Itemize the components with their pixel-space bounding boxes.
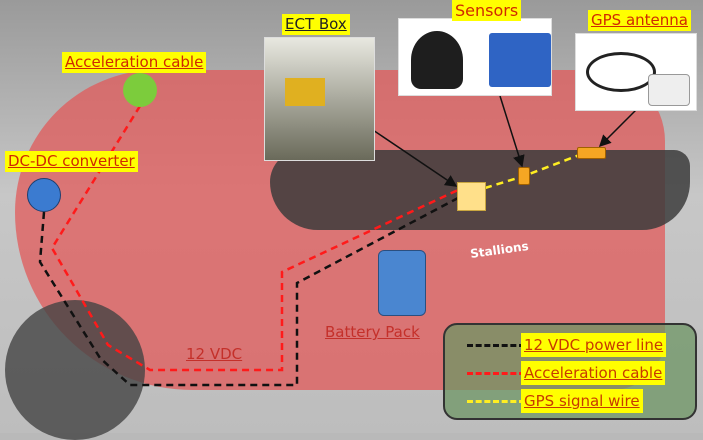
gps-module: [648, 74, 690, 106]
ect-node: [457, 182, 486, 211]
dcdc-node: [27, 178, 61, 212]
vdc-label: 12 VDC: [186, 345, 243, 363]
legend-swatch: [467, 344, 525, 347]
legend-item-power: 12 VDC power line: [445, 333, 695, 357]
power-line: [38, 196, 459, 387]
legend-label: GPS signal wire: [521, 389, 643, 413]
sensors-photo: [398, 18, 552, 96]
gps-node: [577, 147, 606, 159]
legend-swatch: [467, 400, 525, 403]
current-sensor: [411, 31, 463, 89]
gps-cable: [586, 52, 656, 92]
ect-box-label: ECT Box: [282, 14, 350, 35]
legend: 12 VDC power line Acceleration cable GPS…: [443, 323, 697, 420]
sensor-arrow: [499, 95, 525, 168]
legend-item-gps: GPS signal wire: [445, 389, 695, 413]
legend-label: Acceleration cable: [521, 361, 666, 385]
acceleration-line: [50, 105, 459, 372]
legend-item-acceleration: Acceleration cable: [445, 361, 695, 385]
gps-antenna-label: GPS antenna: [588, 10, 691, 31]
dc-dc-converter-label: DC-DC converter: [5, 151, 138, 172]
battery-pack-label: Battery Pack: [325, 323, 420, 341]
gps-antenna-photo: [575, 33, 697, 111]
gps-arrow: [598, 109, 637, 148]
legend-label: 12 VDC power line: [521, 333, 667, 357]
acceleration-cable-label: Acceleration cable: [62, 52, 207, 73]
ect-box-photo: [264, 37, 375, 161]
sensor-node: [518, 167, 530, 185]
sensors-label: Sensors: [452, 0, 522, 21]
ect-board: [285, 78, 325, 106]
legend-swatch: [467, 372, 525, 375]
front-wheel: [5, 300, 145, 440]
ect-arrow: [369, 127, 458, 187]
battery-pack-block: [378, 250, 426, 316]
acceleration-node: [123, 73, 157, 107]
gps-line: [484, 152, 583, 190]
voltage-sensor: [489, 33, 551, 87]
